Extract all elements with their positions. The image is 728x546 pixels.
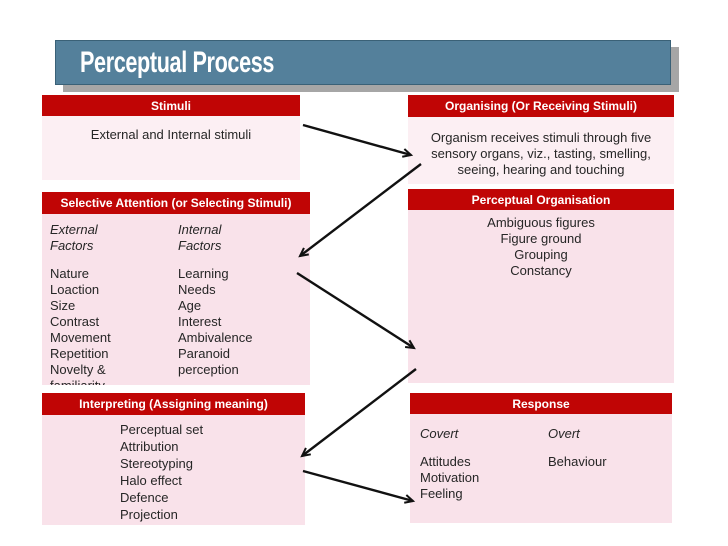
organising-box-body: Organism receives stimuli through five s… [408,117,674,184]
arrow-organising-to-selective-attention [298,163,422,258]
stimuli-box-header: Stimuli [42,95,300,116]
organising-text: Organism receives stimuli through five s… [430,130,652,177]
organising-box-header: Organising (Or Receiving Stimuli) [408,95,674,117]
overt-title: Overt [548,426,580,441]
slide-title: Perceptual Process [80,45,275,79]
selective-attention-box-body: External Factors Nature Loaction Size Co… [42,214,310,385]
overt-list: Behaviour [548,454,607,469]
interpreting-box-header: Interpreting (Assigning meaning) [42,393,305,415]
selective-attention-box-header: Selective Attention (or Selecting Stimul… [42,192,310,214]
covert-list: Attitudes Motivation Feeling [420,454,480,501]
arrow-stimuli-to-organising [302,123,414,158]
external-factors-list: Nature Loaction Size Contrast Movement R… [50,266,111,385]
stimuli-text: External and Internal stimuli [90,127,252,142]
interpreting-box-body: Perceptual set Attribution Stereotyping … [42,415,305,525]
external-factors-title: External Factors [50,222,98,253]
overt-column: Overt Behaviour [548,426,607,523]
arrow-selective-attention-to-perceptual-organisation [296,271,416,350]
perceptual-organisation-box-header: Perceptual Organisation [408,189,674,210]
internal-factors-title: Internal Factors [178,222,222,253]
response-box-body: Covert Attitudes Motivation Feeling Over… [410,414,672,523]
covert-title: Covert [420,426,459,441]
arrow-interpreting-to-response [302,469,416,504]
title-bar: Perceptual Process [55,40,671,85]
internal-factors-list: Learning Needs Age Interest Ambivalence … [178,266,253,377]
external-factors-column: External Factors Nature Loaction Size Co… [50,222,178,385]
interpreting-list: Perceptual set Attribution Stereotyping … [120,422,204,522]
stimuli-box-body: External and Internal stimuli [42,116,300,180]
arrow-perceptual-organisation-to-interpreting [300,368,417,458]
perceptual-organisation-list: Ambiguous figures Figure ground Grouping… [487,215,595,278]
response-box-header: Response [410,393,672,414]
internal-factors-column: Internal Factors Learning Needs Age Inte… [178,222,252,385]
perceptual-organisation-box-body: Ambiguous figures Figure ground Grouping… [408,210,674,383]
covert-column: Covert Attitudes Motivation Feeling [420,426,548,523]
